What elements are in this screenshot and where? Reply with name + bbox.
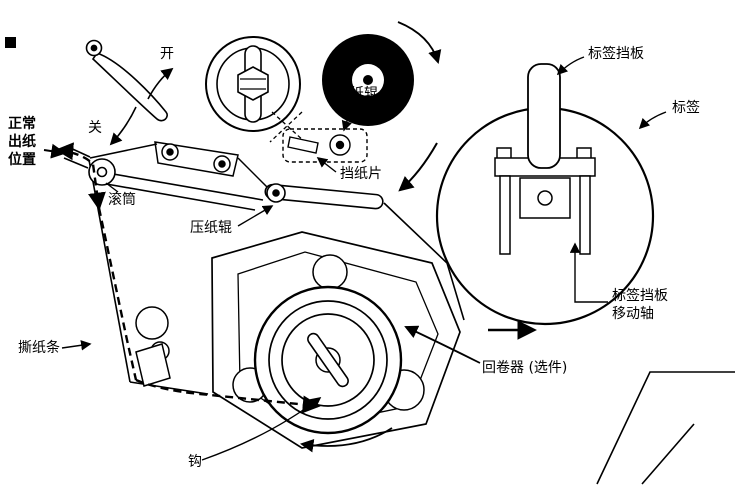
label-hook: 钩	[188, 454, 202, 470]
leader-lines	[43, 56, 667, 461]
label-rewinder: 回卷器 (选件)	[482, 360, 568, 376]
open-close-arrows	[109, 67, 174, 146]
label-paper-stop: 挡纸片	[340, 166, 382, 182]
ribbon-roll	[322, 21, 442, 126]
top-plate-assembly	[89, 141, 269, 189]
label-roll-text: 标签	[672, 100, 700, 116]
head-release-lever	[85, 39, 168, 122]
paper-stop-assembly	[282, 128, 368, 163]
label-roll	[435, 63, 655, 326]
casing-outline	[596, 371, 735, 485]
pinch-roller-arm	[264, 183, 384, 210]
label-normal-exit-2: 出纸	[8, 134, 36, 150]
label-platen-roller: 滚筒	[108, 192, 136, 208]
label-baffle: 标签挡板	[588, 46, 644, 62]
label-pinch-roller-left: 压纸辊	[190, 220, 232, 236]
feed-direction-arrow	[398, 142, 438, 192]
corner-mark	[5, 37, 16, 48]
alignment-cross	[269, 111, 306, 143]
label-pinch-roller-top: 压纸辊	[336, 86, 378, 102]
rewinder-hook	[307, 332, 349, 388]
label-close: 关	[88, 120, 102, 136]
label-baffle-shaft-2: 移动轴	[612, 306, 654, 322]
rewinder-rotation-arrows	[299, 427, 393, 453]
label-normal-exit-1: 正常	[8, 116, 36, 132]
ribbon-direction-arrow	[397, 21, 442, 64]
left-guide-rollers	[135, 306, 171, 387]
rewinder	[253, 285, 403, 435]
label-open: 开	[160, 46, 174, 62]
label-tear-bar: 撕纸条	[18, 340, 60, 356]
label-baffle-shaft-1: 标签挡板	[612, 288, 668, 304]
ribbon-spool	[205, 36, 301, 132]
label-normal-exit-3: 位置	[8, 152, 36, 168]
label-baffle-bar	[527, 63, 561, 169]
